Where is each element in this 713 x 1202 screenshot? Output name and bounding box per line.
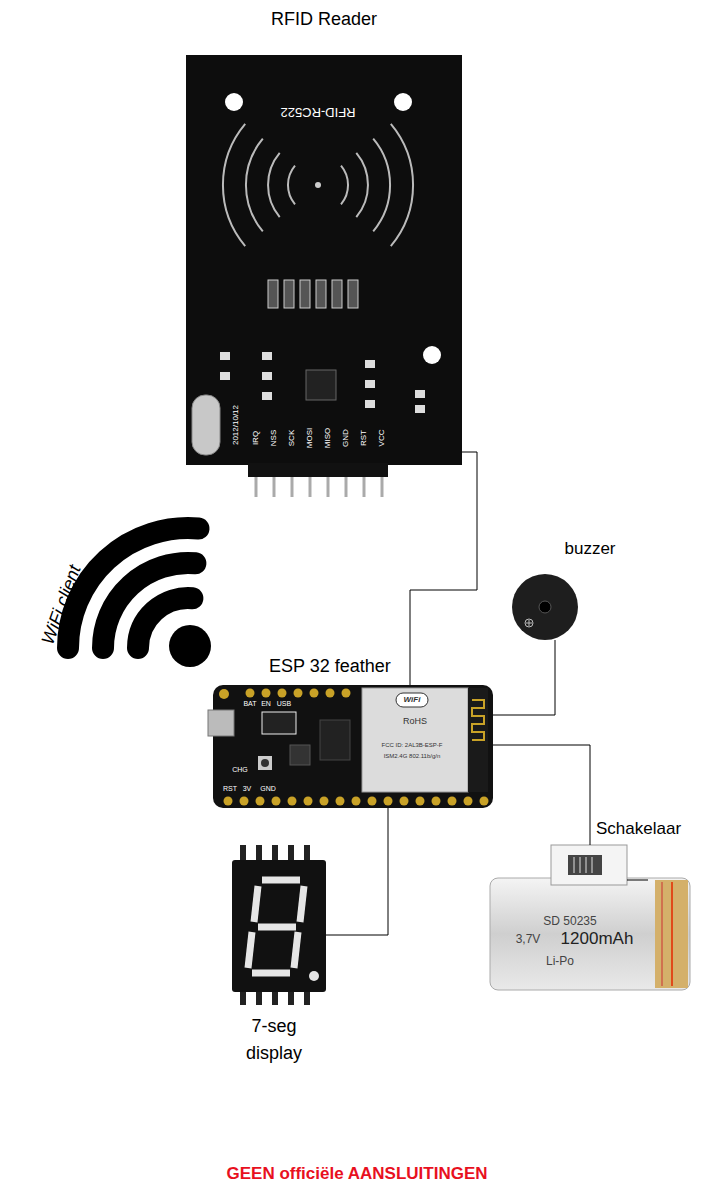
esp32-feather-board	[208, 685, 493, 808]
pin-name: BAT	[243, 700, 256, 708]
node-label: ESP 32 feather	[190, 656, 470, 678]
node-label: SD 50235	[520, 914, 620, 928]
board-name: RFID-RC522	[280, 105, 355, 119]
pin-name: EN	[261, 700, 271, 708]
pin-name: 3V	[243, 785, 252, 793]
node-label: 7-seg display	[227, 1013, 321, 1067]
node-label: buzzer	[540, 539, 640, 559]
pin-name: GND	[260, 785, 276, 793]
buzzer: buzzer	[512, 574, 578, 640]
seven-segment-display: 7-seg display	[232, 845, 326, 1005]
pin-name: RST	[360, 430, 369, 446]
seven-segment-symbol	[232, 845, 326, 1005]
node-label: RFID Reader	[186, 9, 462, 31]
pin-name: MISO	[324, 428, 333, 448]
buzzer-symbol	[512, 574, 578, 640]
pin-name: VCC	[378, 430, 387, 447]
node-text: Li-Po	[520, 954, 600, 968]
module-spec: ISM2.4G 802.11b/g/n	[384, 753, 441, 760]
node-text: 3,7V	[508, 932, 548, 946]
pin-name: MOSI	[306, 428, 315, 448]
wire	[493, 745, 590, 845]
module-logo: WiFi	[404, 696, 421, 705]
node-label: Schakelaar	[596, 819, 681, 839]
wire	[326, 808, 388, 935]
switch-symbol	[551, 845, 648, 885]
pin-name: SCK	[288, 430, 297, 446]
pin-name: IRQ	[252, 431, 261, 445]
lipo-battery: SD 50235 3,7V 1200mAhLi-Po	[490, 878, 690, 990]
wire	[410, 452, 477, 685]
module-id: FCC ID: 2AL3B-ESP-F	[381, 742, 442, 749]
wifi-label: WiFi client	[39, 563, 86, 648]
pin-name: USB	[277, 700, 291, 708]
certification-mark: RoHS	[403, 717, 427, 727]
board-date: 2012/10/12	[232, 405, 241, 445]
battery-symbol	[490, 878, 690, 990]
node-text: 1200mAh	[552, 929, 642, 949]
wifi-dot	[169, 625, 211, 667]
pin-name: GND	[342, 429, 351, 447]
slide-switch: Schakelaar	[551, 845, 627, 885]
pin-name: NSS	[270, 430, 279, 446]
pin-name: RST	[223, 785, 237, 793]
warning-note: GEEN officiële AANSLUITINGEN	[226, 1165, 487, 1184]
wire	[493, 640, 555, 715]
pin-name: CHG	[232, 766, 248, 774]
rfid-board	[186, 55, 462, 497]
